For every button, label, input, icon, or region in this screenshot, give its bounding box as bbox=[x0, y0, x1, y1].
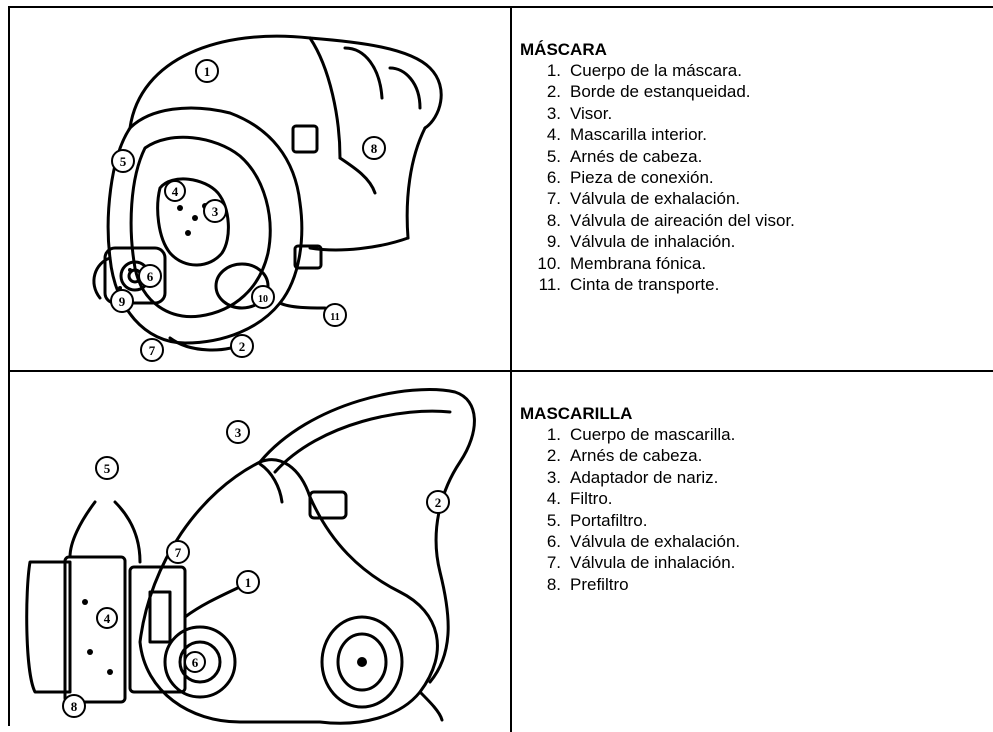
mascarilla-illustration-cell: 1 2 3 4 5 6 7 8 bbox=[10, 372, 512, 732]
list-item: 4.Filtro. bbox=[546, 489, 613, 509]
list-item: 9.Válvula de inhalación. bbox=[546, 232, 736, 252]
mascarilla-parts-list: 1.Cuerpo de mascarilla. 2.Arnés de cabez… bbox=[520, 424, 993, 595]
mascara-callout-3: 3 bbox=[212, 204, 219, 219]
mascarilla-callout-2: 2 bbox=[435, 495, 442, 510]
half-mask-illustration: 1 2 3 4 5 6 7 8 bbox=[25, 388, 476, 725]
list-item: 4.Mascarilla interior. bbox=[546, 125, 707, 145]
list-item: 6.Pieza de conexión. bbox=[546, 168, 714, 188]
mascara-callout-9: 9 bbox=[119, 294, 126, 309]
list-item: 8.Válvula de aireación del visor. bbox=[546, 210, 795, 230]
mascarilla-callout-8: 8 bbox=[71, 699, 78, 714]
table-row-mascarilla: 1 2 3 4 5 6 7 8 MASCARILLA 1.Cuerpo de m… bbox=[10, 372, 993, 732]
list-item: 3.Adaptador de nariz. bbox=[546, 467, 719, 487]
mascara-callout-2: 2 bbox=[239, 339, 246, 354]
mascarilla-callout-3: 3 bbox=[235, 425, 242, 440]
mascara-callout-8: 8 bbox=[371, 141, 378, 156]
list-item: 1.Cuerpo de mascarilla. bbox=[546, 425, 736, 444]
mascara-callout-5: 5 bbox=[120, 154, 127, 169]
mascarilla-callout-1: 1 bbox=[245, 575, 252, 590]
mascarilla-callout-7: 7 bbox=[175, 545, 182, 560]
mascara-text-cell: MÁSCARA 1.Cuerpo de la máscara. 2.Borde … bbox=[512, 8, 993, 370]
mascarilla-callout-4: 4 bbox=[104, 611, 111, 626]
list-item: 6.Válvula de exhalación. bbox=[546, 532, 741, 552]
mascara-parts-list: 1.Cuerpo de la máscara. 2.Borde de estan… bbox=[520, 60, 993, 295]
list-item: 7.Válvula de inhalación. bbox=[546, 553, 736, 573]
list-item: 3.Visor. bbox=[546, 103, 613, 123]
list-item: 5.Arnés de cabeza. bbox=[546, 146, 703, 166]
full-face-mask-illustration: 1 2 3 4 5 6 7 8 9 10 11 bbox=[92, 34, 443, 362]
mascarilla-callout-5: 5 bbox=[104, 461, 111, 476]
list-item: 2.Arnés de cabeza. bbox=[546, 446, 703, 466]
mascara-callout-10: 10 bbox=[258, 294, 268, 305]
mascara-callout-6: 6 bbox=[147, 269, 154, 284]
section-title: MÁSCARA bbox=[520, 40, 607, 59]
list-item: 10.Membrana fónica. bbox=[537, 253, 707, 273]
table-row-mascara: 1 2 3 4 5 6 7 8 9 10 11 MÁSCARA 1.Cuerpo… bbox=[10, 8, 993, 372]
list-item: 7.Válvula de exhalación. bbox=[546, 189, 741, 209]
section-title: MASCARILLA bbox=[520, 404, 633, 423]
list-item: 11.Cinta de transporte. bbox=[538, 275, 720, 295]
mascara-callout-7: 7 bbox=[149, 343, 156, 358]
mascara-callout-11: 11 bbox=[330, 312, 339, 323]
list-item: 2.Borde de estanqueidad. bbox=[546, 82, 751, 102]
mascara-callout-4: 4 bbox=[172, 184, 179, 199]
mascara-illustration-cell: 1 2 3 4 5 6 7 8 9 10 11 bbox=[10, 8, 512, 370]
mascarilla-text-cell: MASCARILLA 1.Cuerpo de mascarilla. 2.Arn… bbox=[512, 372, 993, 732]
list-item: 1.Cuerpo de la máscara. bbox=[546, 61, 742, 80]
mascara-callout-1: 1 bbox=[204, 64, 211, 79]
mascarilla-callout-6: 6 bbox=[192, 655, 199, 670]
list-item: 5.Portafiltro. bbox=[546, 510, 648, 530]
list-item: 8.Prefiltro bbox=[546, 574, 629, 594]
document-table: 1 2 3 4 5 6 7 8 9 10 11 MÁSCARA 1.Cuerpo… bbox=[8, 6, 993, 732]
